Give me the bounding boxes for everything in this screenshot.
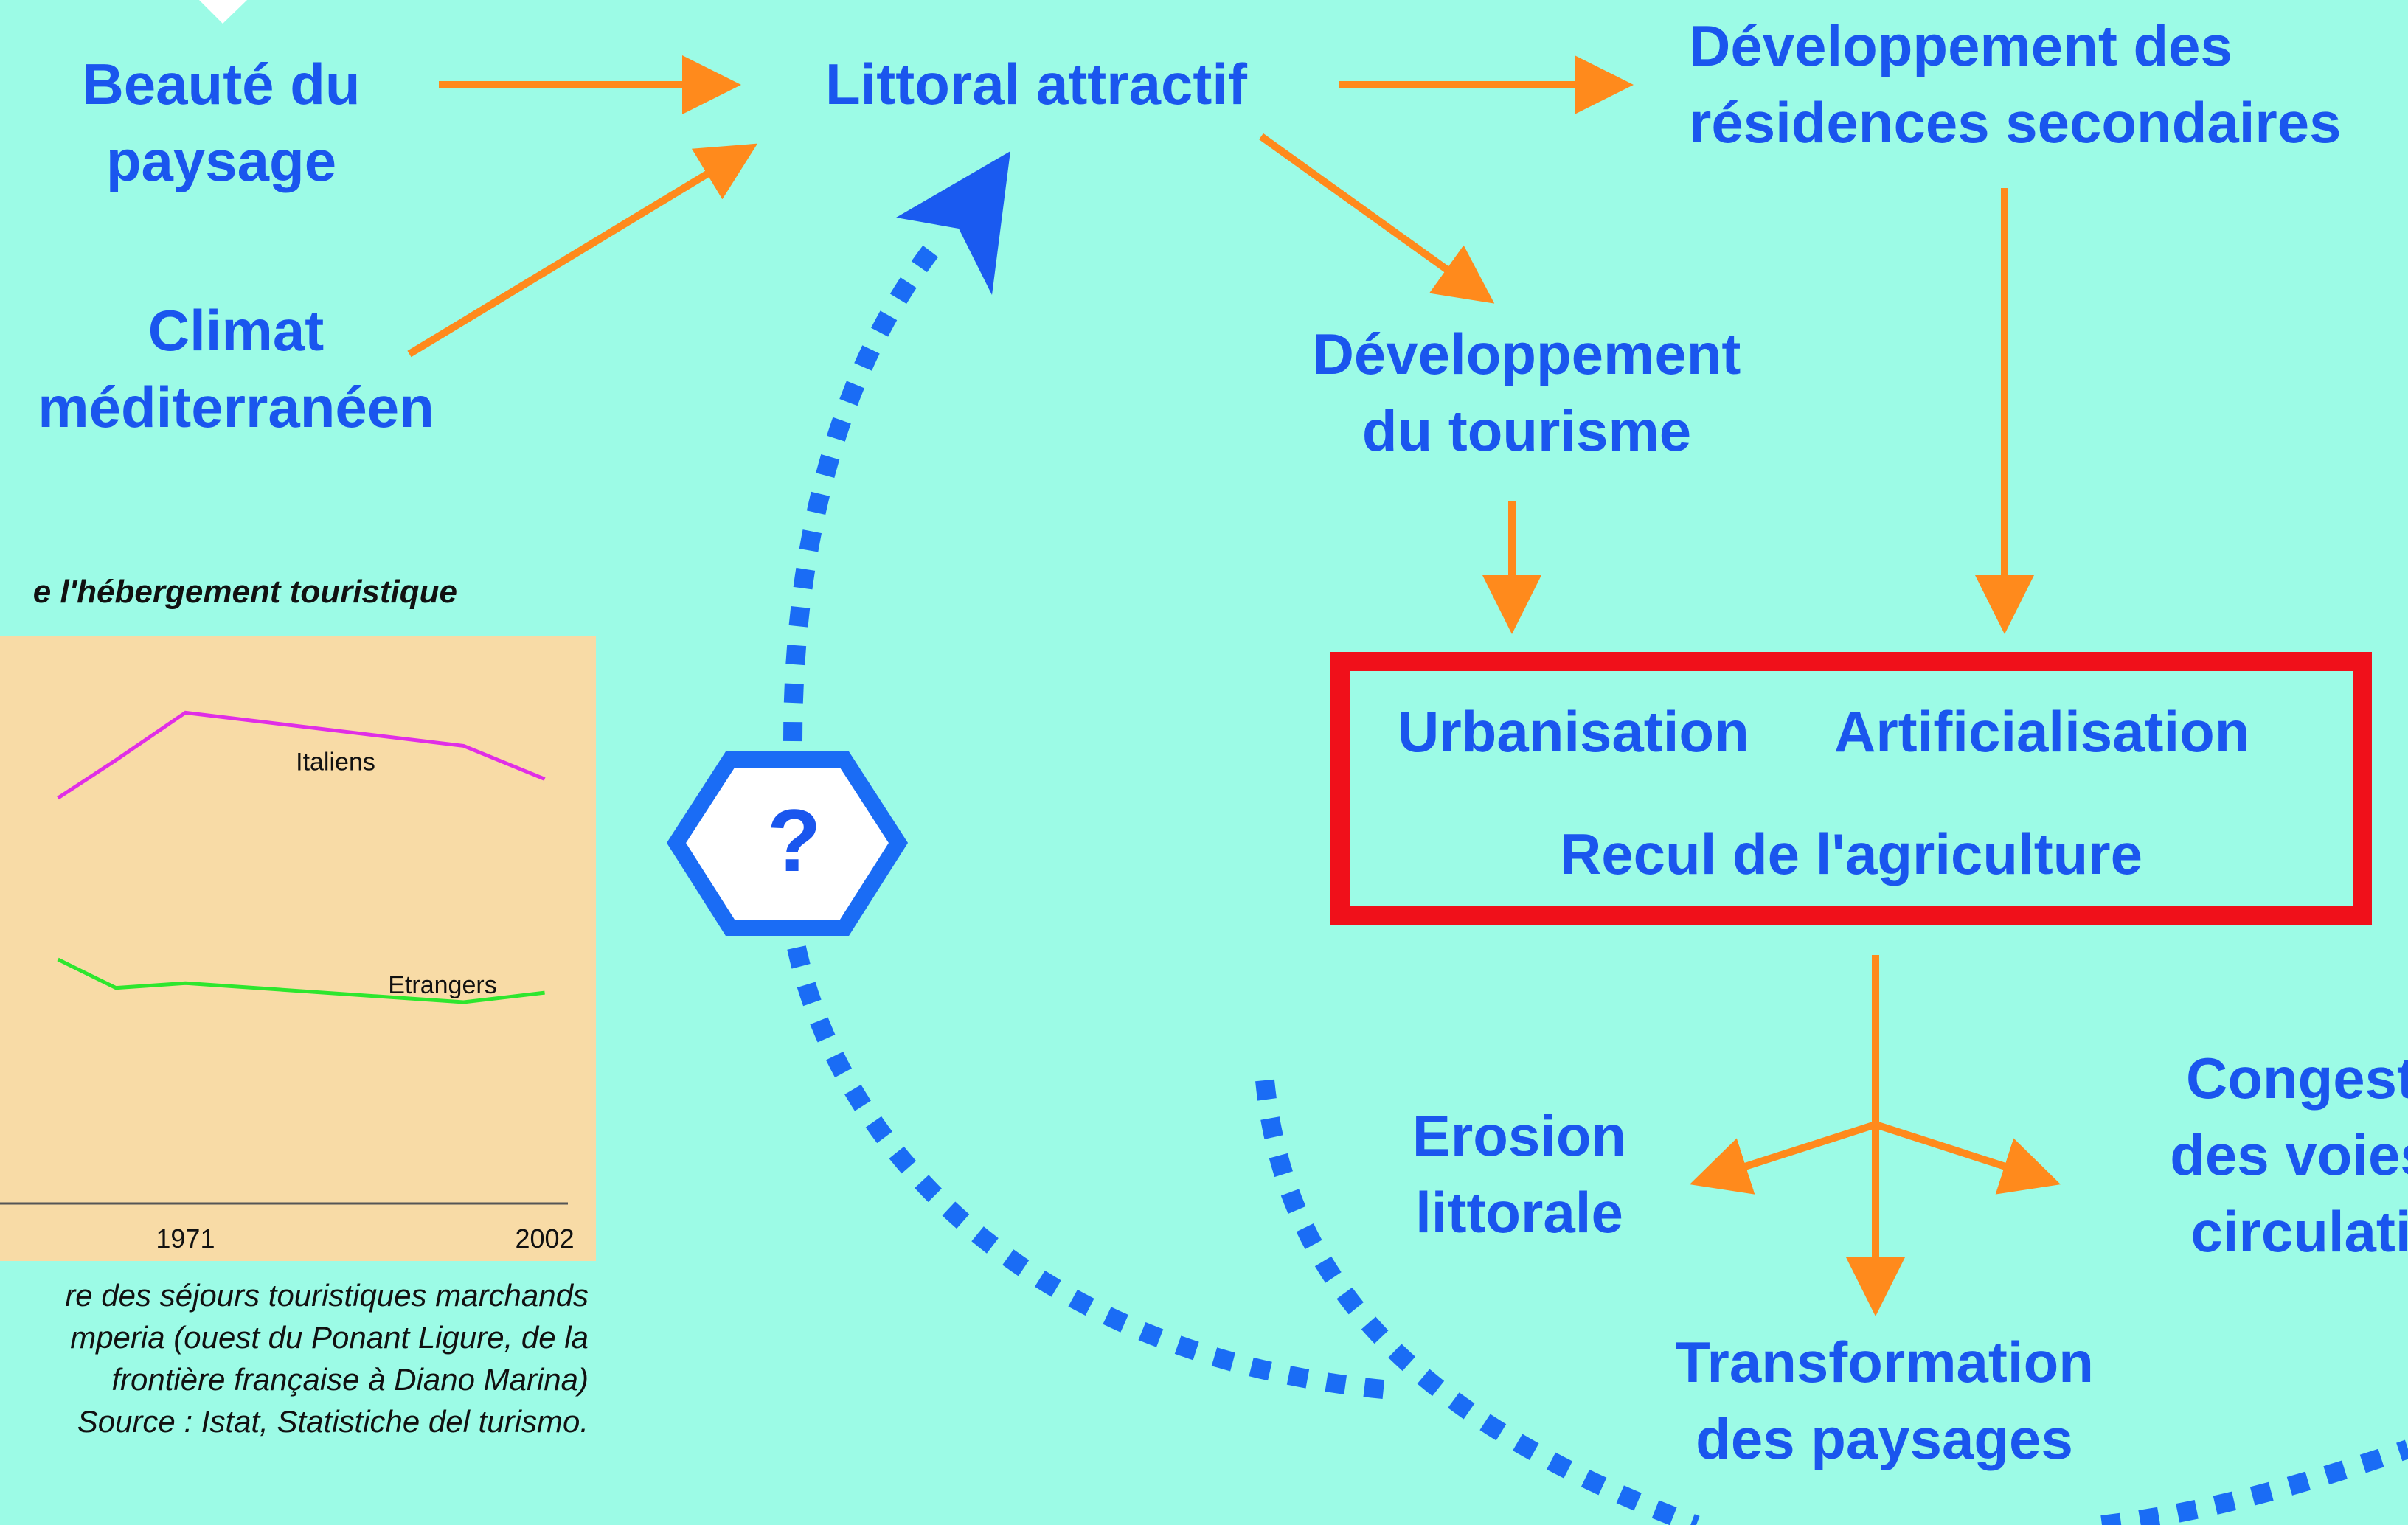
chart-title: e l'hébergement touristique: [32, 574, 457, 610]
node-erosion-line-2: littorale: [1415, 1180, 1623, 1245]
node-tourisme-line-1: Développement: [1312, 322, 1741, 386]
question-hexagon: [666, 751, 909, 936]
node-beaute-du-paysage: Beauté du paysage: [59, 46, 384, 199]
impacts-box: [1330, 652, 2372, 925]
node-transformation-paysages: Transformation des paysages: [1619, 1324, 2150, 1477]
feedback-loop-upper: [783, 237, 945, 742]
feedback-loop-bottom-right: [2100, 1439, 2408, 1525]
node-residences-line-1: Développement des: [1689, 13, 2232, 78]
node-residences-secondaires: Développement des résidences secondaires: [1689, 7, 2342, 161]
series-line-italiens: [57, 710, 546, 800]
node-littoral-attractif: Littoral attractif: [797, 46, 1276, 122]
node-climat-mediterraneen: Climat méditerranéen: [0, 292, 472, 445]
node-beaute-line-2: paysage: [105, 128, 337, 193]
feedback-loop-lower: [787, 945, 1392, 1400]
node-artificialisation: Artificialisation: [1834, 699, 2250, 764]
chart-caption-line-4: Source : Istat, Statistiche del turismo.: [77, 1404, 589, 1439]
node-congestion-line-1: Congest: [2186, 1046, 2408, 1111]
node-tourisme-line-2: du tourisme: [1361, 398, 1692, 463]
node-developpement-tourisme: Développement du tourisme: [1269, 316, 1785, 469]
series-label-etrangers: Etrangers: [388, 971, 496, 999]
x-tick-label-2002: 2002: [516, 1223, 575, 1254]
node-erosion-line-1: Erosion: [1412, 1103, 1627, 1168]
series-label-italiens: Italiens: [296, 748, 375, 776]
node-erosion-littorale: Erosion littorale: [1372, 1097, 1667, 1251]
node-urbanisation: Urbanisation: [1398, 699, 1749, 764]
series-line-etrangers: [57, 957, 545, 1004]
arrow-to-congestion: [1874, 1121, 2061, 1195]
node-transformation-line-2: des paysages: [1696, 1406, 2073, 1471]
node-residences-line-2: résidences secondaires: [1689, 90, 2342, 155]
node-congestion-line-2: des voies: [2170, 1122, 2408, 1187]
x-tick-label-1971: 1971: [156, 1223, 215, 1254]
node-littoral-line-1: Littoral attractif: [825, 52, 1248, 117]
chart-caption-line-2: mperia (ouest du Ponant Ligure, de la: [70, 1320, 589, 1355]
arrow-climat-to-littoral: [407, 143, 758, 358]
node-congestion-voies: Congest des voies circulati: [2139, 1040, 2408, 1270]
node-climat-line-1: Climat: [148, 298, 325, 363]
white-arrow-tip: [199, 0, 247, 24]
arrow-littoral-to-tourisme: [1259, 133, 1495, 304]
question-mark: ?: [767, 791, 822, 890]
chart-caption-line-3: frontière française à Diano Marina): [111, 1362, 589, 1397]
node-climat-line-2: méditerranéen: [38, 375, 434, 440]
node-beaute-line-1: Beauté du: [82, 52, 361, 117]
chart-caption-line-1: re des séjours touristiques marchands: [65, 1278, 589, 1313]
chart-caption: re des séjours touristiques marchands mp…: [0, 1274, 589, 1442]
feedback-arrowhead: [896, 151, 1010, 295]
arrow-to-erosion: [1689, 1121, 1877, 1195]
node-recul-agriculture: Recul de l'agriculture: [1559, 821, 2143, 886]
node-congestion-line-3: circulati: [2190, 1199, 2408, 1264]
node-transformation-line-1: Transformation: [1675, 1330, 2094, 1394]
feedback-loop-right: [1255, 1079, 1700, 1525]
